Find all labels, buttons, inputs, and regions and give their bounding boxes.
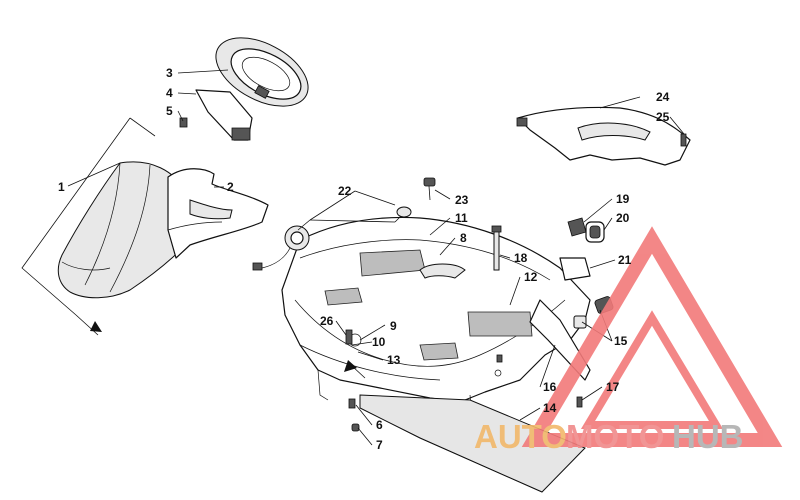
floor-mat — [359, 394, 586, 493]
callout-16: 16 — [543, 380, 557, 394]
top-cover — [516, 106, 691, 166]
callout-9: 9 — [390, 319, 397, 333]
fastener-6 — [348, 398, 356, 409]
callout-19: 19 — [616, 192, 630, 206]
callout-2: 2 — [227, 180, 234, 194]
callout-21: 21 — [618, 253, 632, 267]
direction-arrow — [344, 360, 366, 379]
watermark-text-hub: HUB — [672, 418, 744, 455]
callout-8: 8 — [460, 231, 467, 245]
callout-6: 6 — [376, 418, 383, 432]
leader-lines — [67, 69, 685, 446]
switch-assembly — [559, 217, 605, 281]
callout-15: 15 — [614, 334, 628, 348]
callout-18: 18 — [514, 251, 528, 265]
callout-23: 23 — [455, 193, 469, 207]
callout-7: 7 — [376, 438, 383, 452]
hood-piece — [167, 168, 269, 259]
long-bolt — [491, 225, 502, 271]
gauge-bracket — [179, 89, 253, 141]
main-console — [281, 216, 591, 419]
callout-4: 4 — [166, 86, 173, 100]
watermark-text-auto: AUTO — [474, 418, 567, 455]
callout-25: 25 — [656, 110, 670, 124]
callout-labels: 3 4 5 1 2 22 23 11 8 18 12 19 20 21 15 1… — [58, 66, 670, 452]
callout-24: 24 — [656, 90, 670, 104]
callout-10: 10 — [372, 335, 386, 349]
callout-22: 22 — [338, 184, 352, 198]
watermark: AUTO MOTO HUB — [474, 226, 783, 455]
callout-1: 1 — [58, 180, 65, 194]
callout-14: 14 — [543, 401, 557, 415]
grommet — [396, 206, 412, 218]
headlight-bulb — [252, 225, 310, 271]
callout-3: 3 — [166, 66, 173, 80]
callout-13: 13 — [387, 353, 401, 367]
watermark-text-moto: MOTO — [566, 418, 664, 455]
fastener-7 — [351, 423, 360, 432]
callout-11: 11 — [455, 211, 468, 225]
callout-5: 5 — [166, 104, 173, 118]
callout-12: 12 — [524, 270, 538, 284]
screw-9 — [496, 354, 503, 363]
windshield-part — [57, 161, 201, 299]
push-knob — [423, 177, 436, 201]
small-screw-17 — [576, 396, 583, 408]
callout-17: 17 — [606, 380, 620, 394]
gauge-housing — [215, 37, 309, 107]
watermark-triangle-logo — [521, 226, 783, 447]
callout-20: 20 — [616, 211, 630, 225]
callout-26: 26 — [320, 314, 334, 328]
spring-26 — [345, 329, 353, 345]
windshield-bracket-lines — [21, 117, 156, 336]
